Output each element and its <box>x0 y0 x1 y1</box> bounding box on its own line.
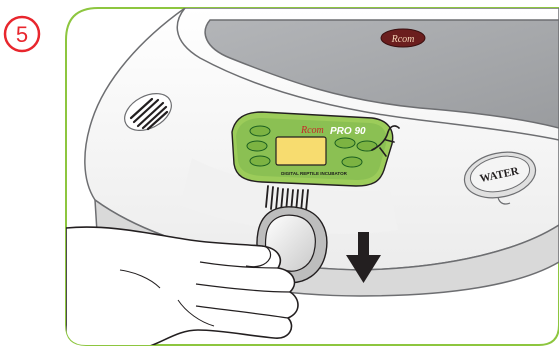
lid-logo: Rcom <box>381 29 425 47</box>
panel-button-left-bottom[interactable] <box>250 156 270 166</box>
lcd-display <box>276 137 326 165</box>
panel-button-right-bottom[interactable] <box>342 157 362 167</box>
hand-icon <box>66 227 298 349</box>
lid-logo-text: Rcom <box>391 34 415 45</box>
panel-button-right-top[interactable] <box>335 138 355 148</box>
panel-brand-logo: Rcom <box>300 125 324 136</box>
panel-button-left-middle[interactable] <box>247 141 267 151</box>
control-panel: Rcom PRO 90 <box>232 112 399 186</box>
panel-subtitle: DIGITAL REPTILE INCUBATOR <box>281 171 347 176</box>
panel-model: PRO 90 <box>330 126 366 137</box>
panel-button-left-top[interactable] <box>250 126 270 136</box>
